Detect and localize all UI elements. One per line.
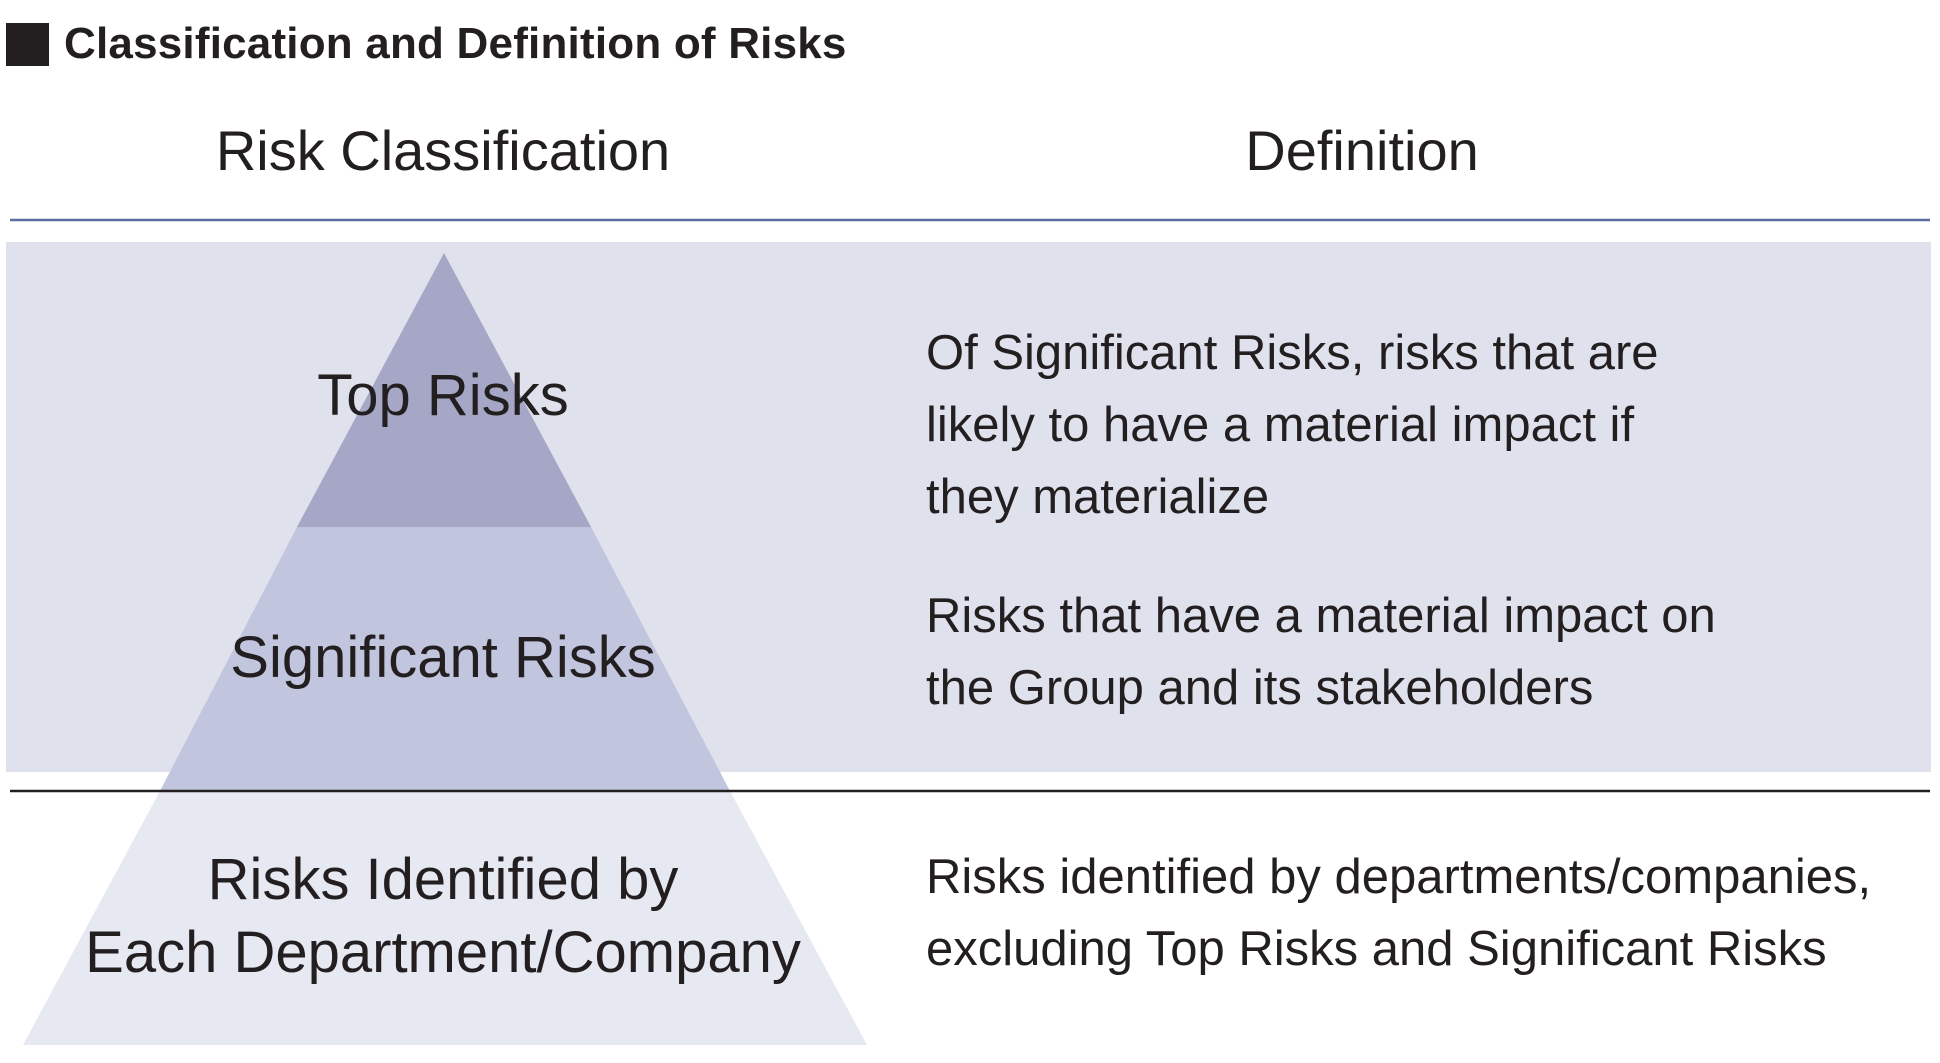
pyramid-tier-top-risks xyxy=(297,253,591,527)
title-square-marker xyxy=(6,22,49,66)
definition-line: Risks identified by departments/companie… xyxy=(926,850,1872,904)
definition-line: Risks that have a material impact on xyxy=(926,589,1716,643)
tier-label-top-risks: Top Risks xyxy=(317,359,568,432)
tier-label-line: Each Department/Company xyxy=(85,920,801,985)
definition-line: excluding Top Risks and Significant Risk… xyxy=(926,922,1827,976)
tier-label-line: Top Risks xyxy=(317,363,569,428)
tier-label-department-company: Risks Identified by Each Department/Comp… xyxy=(85,843,801,989)
definition-line: likely to have a material impact if xyxy=(926,398,1635,452)
definition-department-company-risks: Risks identified by departments/companie… xyxy=(926,841,1871,985)
definition-line: they materialize xyxy=(926,470,1270,524)
definition-line: the Group and its stakeholders xyxy=(926,661,1594,715)
title-row: Classification and Definition of Risks xyxy=(6,14,847,74)
definition-line: Of Significant Risks, risks that are xyxy=(926,326,1659,380)
page-title: Classification and Definition of Risks xyxy=(64,19,847,68)
definition-top-risks: Of Significant Risks, risks that are lik… xyxy=(926,317,1659,533)
tier-label-line: Risks Identified by xyxy=(207,847,679,912)
pyramid-tier-department-company xyxy=(23,791,867,1045)
column-header-risk-classification: Risk Classification xyxy=(215,119,671,182)
tier-label-line: Significant Risks xyxy=(230,625,656,690)
tier-label-significant-risks: Significant Risks xyxy=(230,621,655,694)
pyramid-tier-significant-risks xyxy=(160,527,730,791)
definition-significant-risks: Risks that have a material impact on the… xyxy=(926,580,1716,724)
column-header-definition: Definition xyxy=(1245,119,1479,182)
